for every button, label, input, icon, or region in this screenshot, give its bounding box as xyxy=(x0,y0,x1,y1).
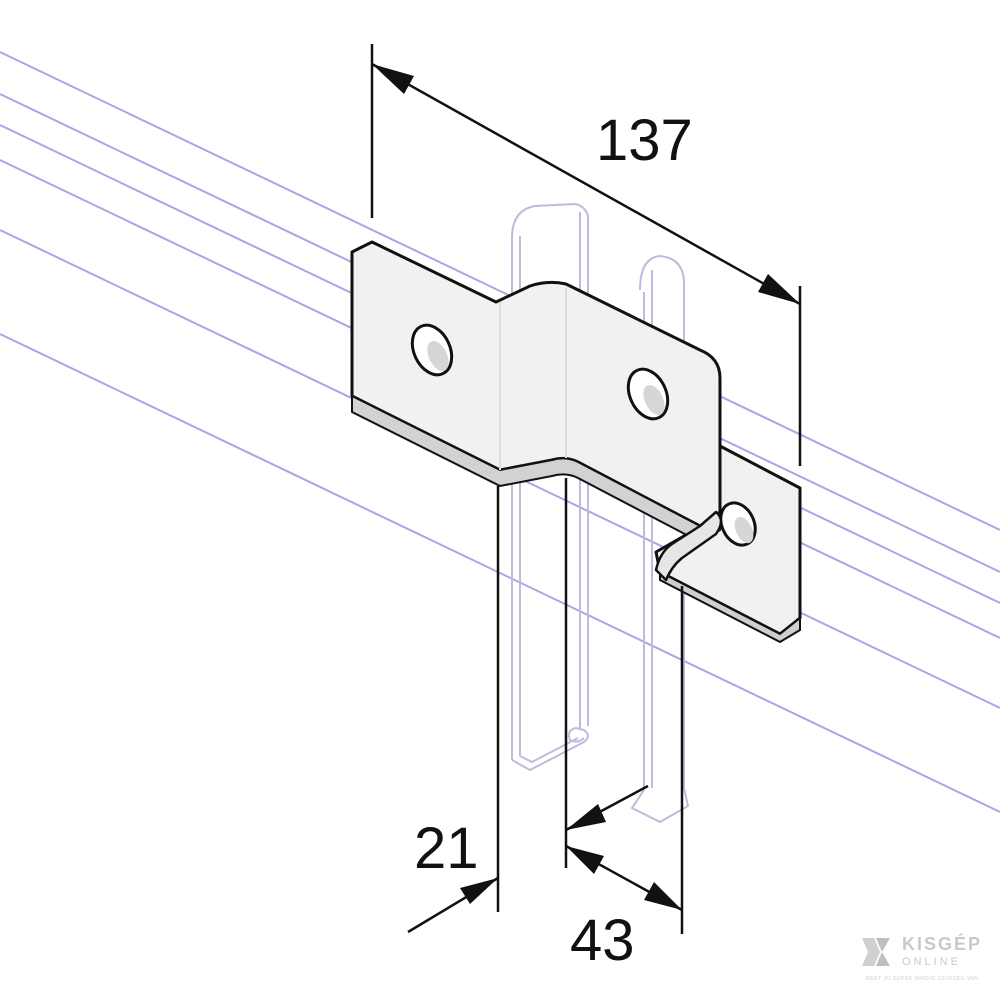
main-body-hook xyxy=(654,510,723,582)
logo-subtitle: ONLINE xyxy=(902,956,961,968)
rail-line-6 xyxy=(0,333,1000,813)
dimension-lines xyxy=(370,44,802,934)
dimension-label-43: 43 xyxy=(570,908,635,973)
right-flange-edge xyxy=(659,570,801,644)
post-bottom-lip xyxy=(567,727,585,743)
kisgep-logo: KISGÉP ONLINE ...MERT JÓ GÉPRE MINDIG SZ… xyxy=(860,928,988,990)
post-bottom xyxy=(511,727,690,824)
logo-wordmark: KISGÉP xyxy=(902,934,983,954)
arrowhead-43-right xyxy=(644,882,682,910)
main-body-bend-shade xyxy=(499,288,567,470)
bracket-main-body xyxy=(350,240,723,582)
kisgep-logo-icon xyxy=(862,938,890,966)
main-body-bottom-edge xyxy=(351,395,721,543)
logo-tagline: ...MERT JÓ GÉPRE MINDIG SZÜKSÉG VAN xyxy=(860,976,979,982)
dimension-label-137: 137 xyxy=(596,108,693,173)
arrowhead-43-leader xyxy=(566,804,606,830)
dimension-label-21: 21 xyxy=(414,816,479,881)
center-hole-shade xyxy=(643,385,665,415)
post-outline-right xyxy=(639,254,685,470)
rail-line-1 xyxy=(0,51,1000,531)
bracket-right-flange xyxy=(654,444,802,644)
post-outline-left xyxy=(511,202,589,300)
arrowhead-21 xyxy=(460,878,498,904)
right-flange-hole-shade xyxy=(734,516,754,544)
arrowhead-137-right xyxy=(758,274,800,304)
dimension-line-137 xyxy=(371,62,801,306)
arrowhead-43-left xyxy=(566,846,604,874)
arrowhead-137-left xyxy=(372,64,414,94)
left-hole-shade xyxy=(427,341,449,371)
